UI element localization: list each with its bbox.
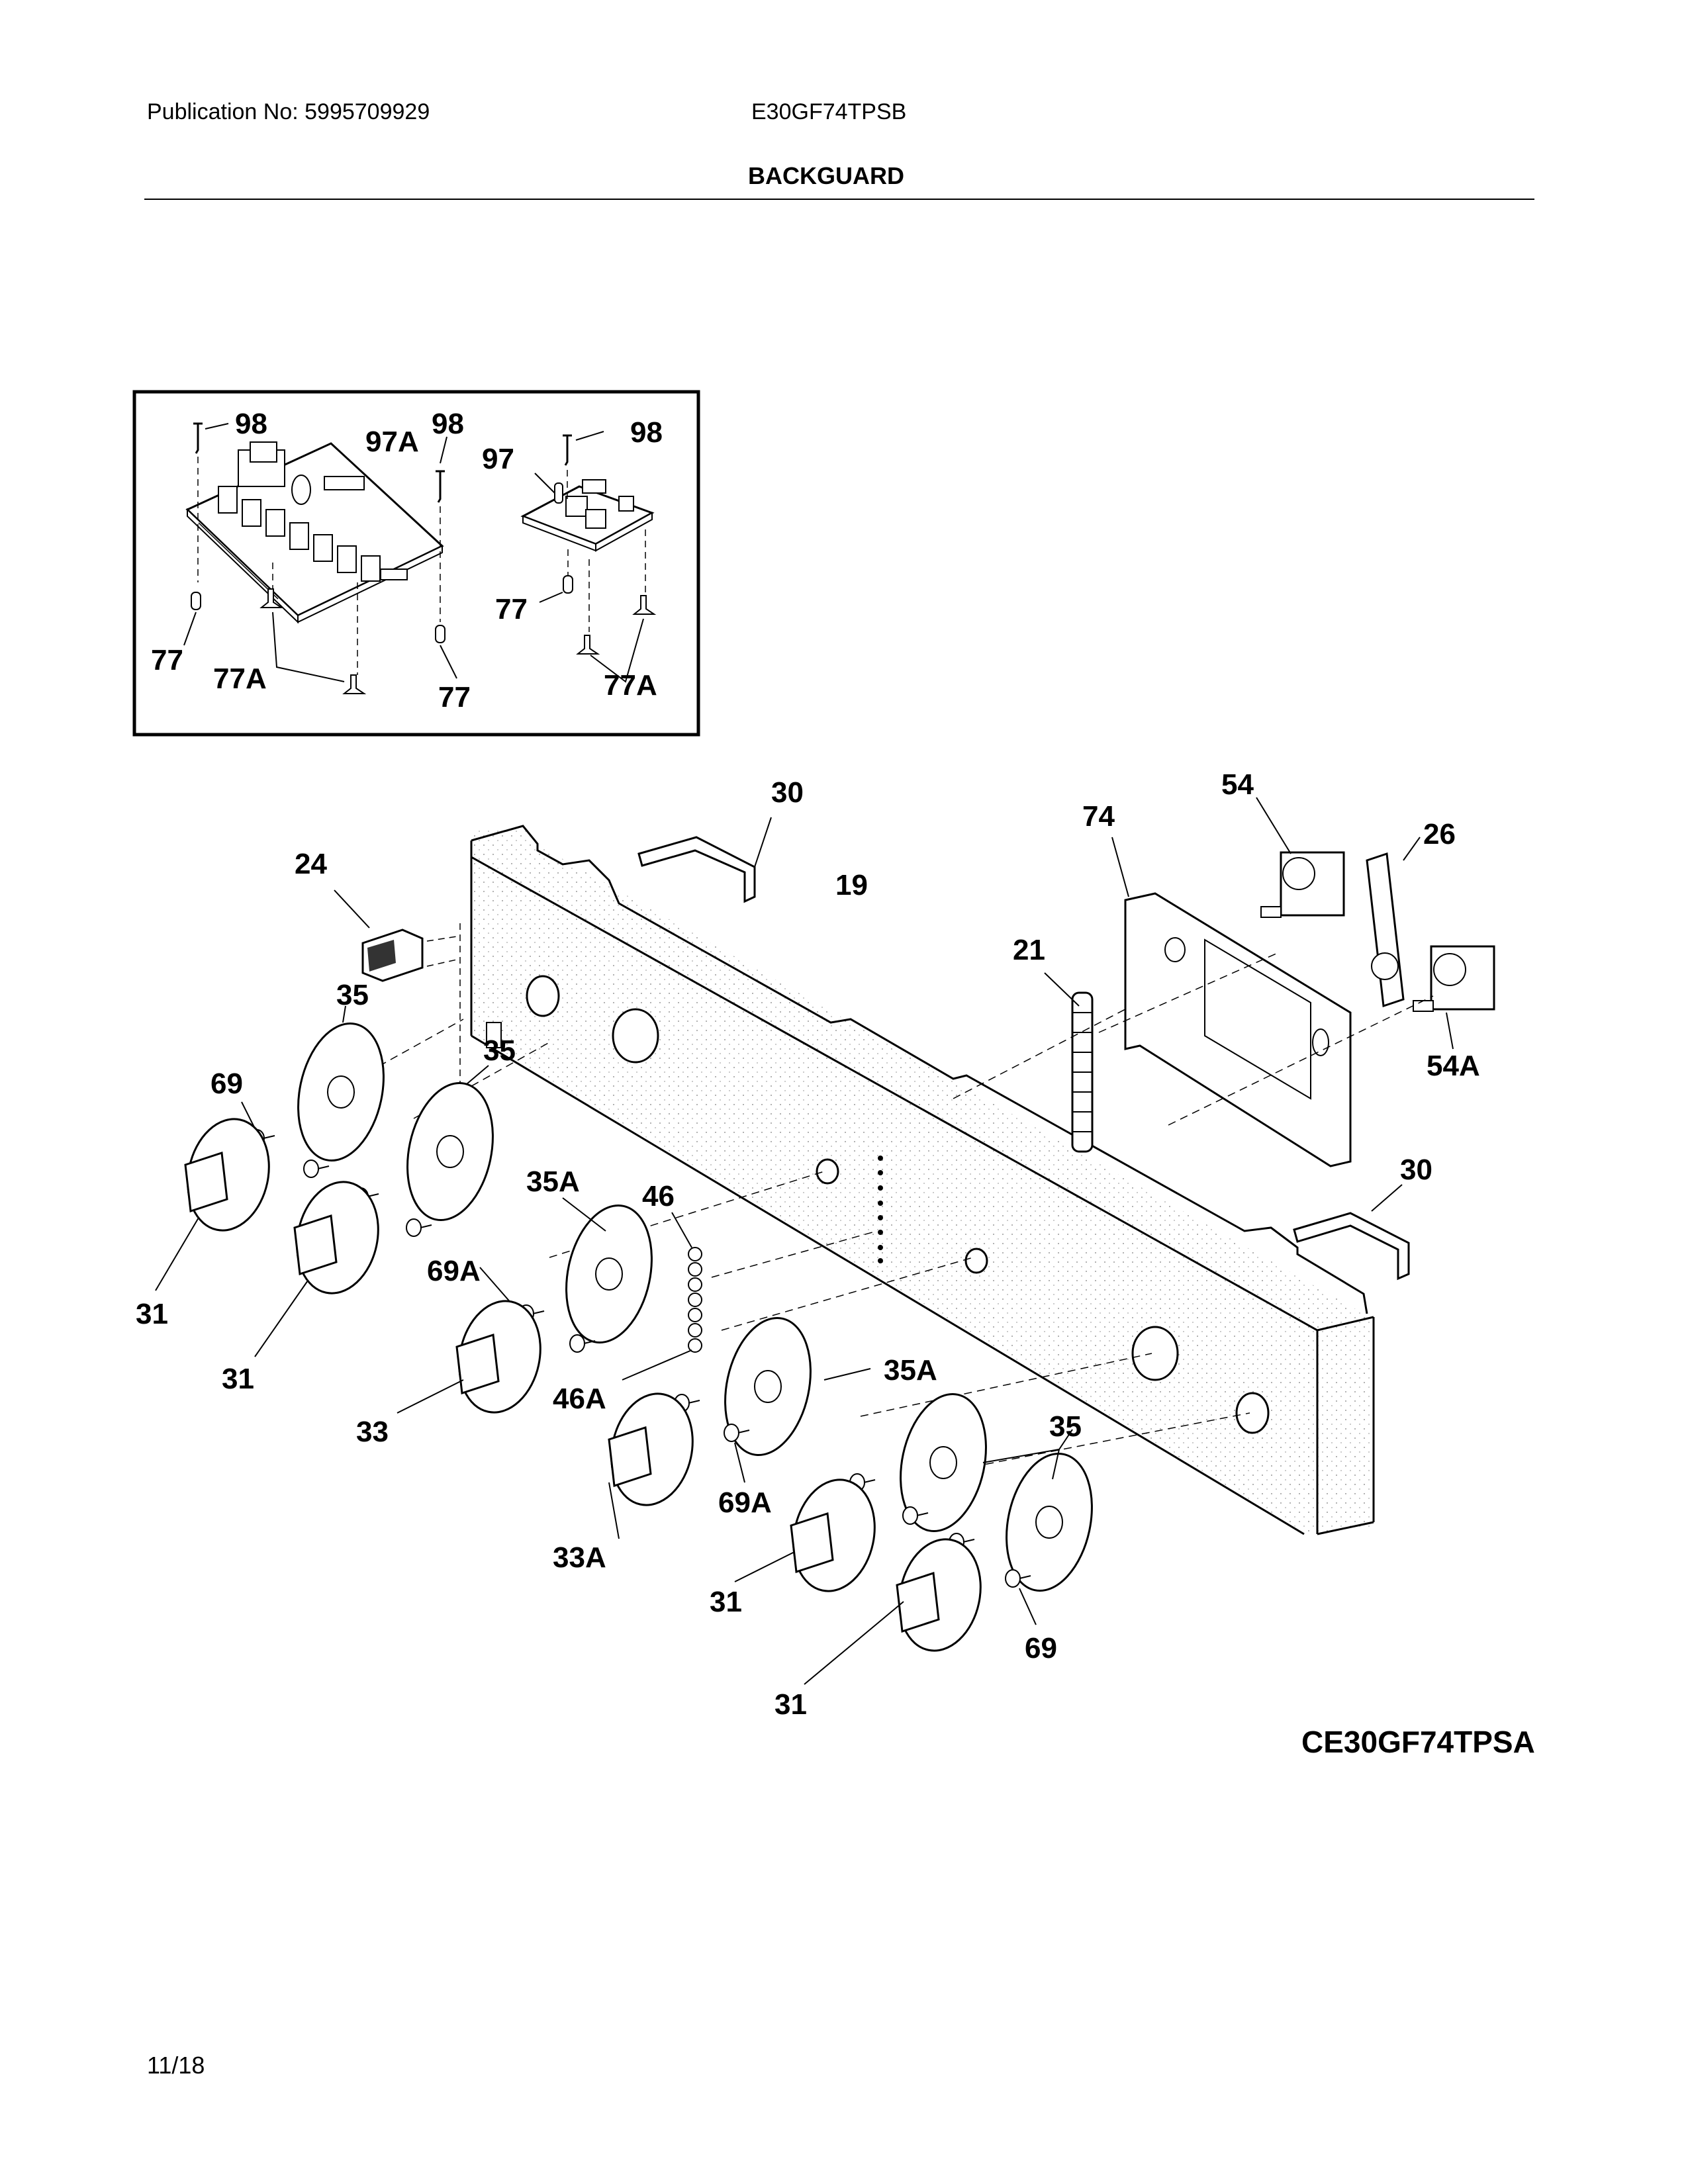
screw-98-left: [193, 422, 229, 454]
diagram-code: CE30GF74TPSA: [1301, 1725, 1535, 1759]
publication-number: Publication No: 5995709929: [147, 99, 430, 124]
led-strip-46: [622, 1212, 702, 1381]
knob-31-b: [254, 1181, 379, 1357]
callout-31: 31: [136, 1298, 168, 1330]
callout-35a: 35A: [526, 1165, 580, 1198]
callout-35a: 35A: [884, 1354, 937, 1387]
control-board-97: [520, 473, 655, 552]
callout-69a: 69A: [427, 1255, 481, 1287]
bracket-30-bottom: [1293, 1184, 1410, 1281]
callout-30: 30: [1400, 1154, 1432, 1186]
callout-54: 54: [1221, 768, 1254, 801]
knob-31-d: [804, 1538, 982, 1685]
callout-98: 98: [432, 408, 464, 440]
callout-98: 98: [235, 408, 267, 440]
screw-98-right: [563, 431, 604, 466]
control-board-97a: [185, 441, 444, 624]
callout-35: 35: [1049, 1410, 1082, 1443]
callout-54a: 54A: [1427, 1050, 1480, 1082]
bracket-74: [1111, 837, 1352, 1167]
screw-98-middle: [436, 436, 447, 503]
bezel-35-d: [982, 1429, 1093, 1592]
knob-33: [397, 1300, 541, 1414]
knob-31-c: [734, 1479, 876, 1592]
callout-26: 26: [1423, 818, 1456, 850]
callout-46a: 46A: [553, 1383, 606, 1415]
bezel-35a-b: [724, 1316, 871, 1457]
bezel-35-a: [297, 1005, 385, 1162]
knob-31-a: [155, 1118, 270, 1291]
callout-33a: 33A: [553, 1541, 606, 1574]
section-title: BACKGUARD: [748, 162, 904, 189]
callout-31: 31: [222, 1363, 254, 1395]
callout-97: 97: [482, 443, 514, 475]
standoff-77-right: [539, 575, 573, 603]
rocker-switch-24: [334, 889, 457, 982]
control-board-inset: [132, 390, 700, 737]
callout-77a: 77A: [213, 662, 267, 695]
callout-31: 31: [710, 1586, 742, 1618]
callout-69a: 69A: [718, 1486, 772, 1519]
bracket-30-top: [637, 817, 772, 903]
callout-30: 30: [771, 776, 804, 809]
callout-21: 21: [1013, 934, 1045, 966]
header-rule: [144, 199, 1534, 200]
callout-77: 77: [438, 681, 471, 713]
callout-33: 33: [356, 1416, 389, 1448]
bezel-35-b: [406, 1065, 494, 1222]
model-number: E30GF74TPSB: [751, 99, 907, 124]
page-number: 11/18: [147, 2052, 205, 2079]
backguard-panel-19: [470, 825, 1376, 1535]
support-77a-left: [259, 588, 367, 694]
callout-74: 74: [1082, 800, 1115, 833]
callout-97a: 97A: [365, 426, 419, 458]
callout-77: 77: [495, 593, 528, 625]
callout-24: 24: [295, 848, 327, 880]
callout-98: 98: [630, 416, 663, 449]
callout-69: 69: [211, 1068, 243, 1100]
potentiometer-54: [1256, 797, 1345, 918]
standoff-77-left: [183, 592, 201, 646]
callout-69: 69: [1025, 1632, 1057, 1664]
bezel-35a-a: [562, 1197, 653, 1344]
callout-77: 77: [151, 644, 183, 676]
callout-19: 19: [835, 869, 868, 901]
sensor-board-26: [1366, 837, 1421, 1008]
callout-46: 46: [642, 1180, 675, 1212]
callout-35: 35: [483, 1034, 516, 1067]
callout-35: 35: [336, 979, 369, 1011]
terminal-block-21: [1044, 972, 1094, 1153]
support-77a-right: [576, 595, 657, 683]
knob-33a: [608, 1392, 694, 1539]
alignment-lines: [344, 952, 1434, 1470]
bezel-35-c: [900, 1392, 987, 1533]
potentiometer-54a: [1413, 945, 1495, 1050]
standoff-77-middle: [435, 625, 457, 679]
callout-77a: 77A: [604, 669, 657, 702]
callout-31: 31: [774, 1688, 807, 1721]
